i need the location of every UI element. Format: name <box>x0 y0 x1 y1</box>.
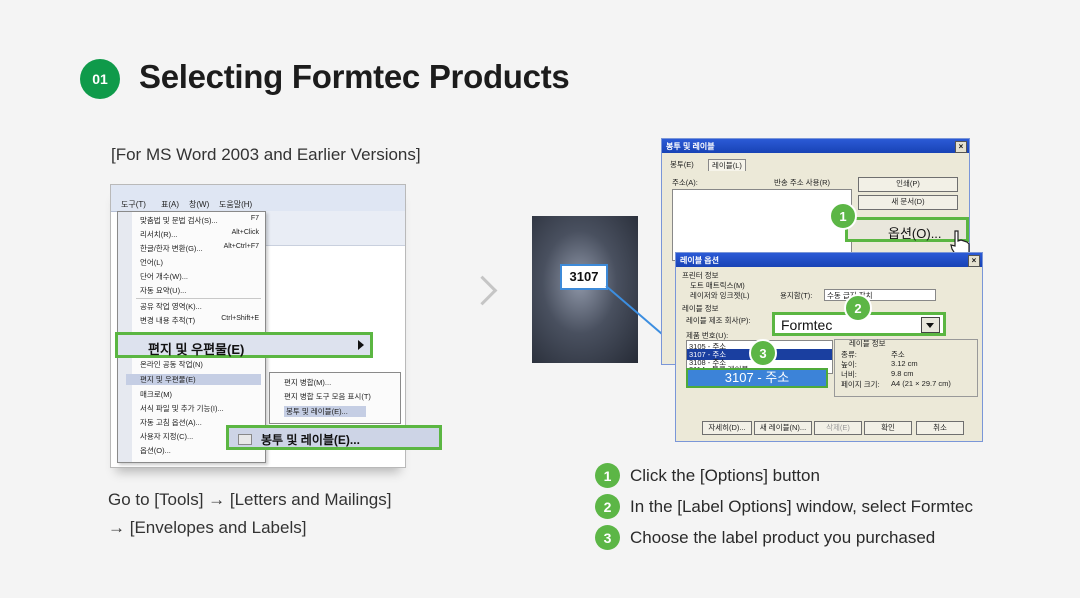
address-textbox[interactable] <box>672 189 852 261</box>
menu-table[interactable]: 표(A) <box>161 200 180 209</box>
menu-item-word-count[interactable]: 단어 개수(W)... <box>140 272 189 281</box>
highlight-options-button[interactable]: 옵션(O)... <box>845 217 969 242</box>
print-button[interactable]: 인쇄(P) <box>858 177 958 192</box>
info-key: 페이지 크기: <box>841 380 880 389</box>
details-button[interactable]: 자세히(D)... <box>702 421 752 435</box>
address-label: 주소(A): <box>672 178 698 187</box>
menu-help[interactable]: 도움말(H) <box>219 200 253 209</box>
new-document-button[interactable]: 새 문서(D) <box>858 195 958 210</box>
description-line-2: → [Envelopes and Labels] <box>108 518 307 537</box>
menu-item-autocorrect[interactable]: 자동 고침 옵션(A)... <box>140 418 202 427</box>
cancel-button[interactable]: 취소 <box>916 421 964 435</box>
menu-item-track-changes[interactable]: 변경 내용 추적(T) <box>140 316 196 325</box>
options-button-label: 옵션(O)... <box>888 226 942 241</box>
menu-item-language[interactable]: 언어(L) <box>140 258 163 267</box>
info-value: 9.8 cm <box>891 369 914 378</box>
menu-item-online-collaboration[interactable]: 온라인 공동 작업(N) <box>140 360 203 369</box>
new-label-button[interactable]: 새 레이블(N)... <box>754 421 812 435</box>
info-key: 종류: <box>841 350 857 359</box>
chevron-right-icon <box>467 275 498 306</box>
menu-item-macro[interactable]: 매크로(M) <box>140 390 172 399</box>
dialog-titlebar: 봉투 및 레이블 × <box>662 139 969 153</box>
step-text: In the [Label Options] window, select Fo… <box>630 497 974 516</box>
step-text: Choose the label product you purchased <box>630 528 936 547</box>
dialog-title: 봉투 및 레이블 <box>666 142 715 151</box>
menu-item-hanja[interactable]: 한글/한자 변환(G)... <box>140 244 203 253</box>
menu-item-shared-workspace[interactable]: 공유 작업 영역(K)... <box>140 302 202 311</box>
info-box-title: 레이블 정보 <box>849 339 886 348</box>
menu-item-research[interactable]: 리서치(R)... <box>140 230 178 239</box>
shortcut: Alt+Ctrl+F7 <box>223 243 259 250</box>
list-item[interactable]: 3108 - 주소 <box>689 358 727 367</box>
dot-matrix-radio[interactable]: 도트 매트릭스(M) <box>690 281 745 290</box>
label-sheet-photo: 3107 <box>532 216 638 363</box>
dropdown-arrow-icon[interactable] <box>921 317 940 333</box>
menu-item-letters-mailings[interactable]: 편지 및 우편물(E) <box>126 374 261 385</box>
menu-window[interactable]: 창(W) <box>189 200 210 209</box>
step-number: 1 <box>595 463 620 488</box>
tray-select[interactable]: 수동 급지 장치 <box>824 289 936 301</box>
menu-tools[interactable]: 도구(T) <box>121 200 146 209</box>
dialog-title: 레이블 옵션 <box>680 256 720 265</box>
letters-submenu: 편지 병합(M)... 편지 병합 도구 모음 표시(T) 봉투 및 레이블(E… <box>269 372 401 424</box>
shortcut: F7 <box>250 215 259 222</box>
step-number: 3 <box>595 525 620 550</box>
menu-item-spelling[interactable]: 맞춤법 및 문법 검사(S)... <box>140 216 218 225</box>
callout-marker-2: 2 <box>844 294 872 322</box>
info-key: 너비: <box>841 370 857 379</box>
menu-item-customize[interactable]: 사용자 지정(C)... <box>140 432 194 441</box>
product-number-label: 제품 번호(U): <box>686 331 729 340</box>
info-value: A4 (21 × 29.7 cm) <box>891 379 951 388</box>
submenu-mail-merge[interactable]: 편지 병합(M)... <box>284 378 332 387</box>
menu-item-autosummarize[interactable]: 자동 요약(U)... <box>140 286 187 295</box>
step-text: Click the [Options] button <box>630 466 820 485</box>
ok-button[interactable]: 확인 <box>864 421 912 435</box>
highlight-envelopes-labels[interactable]: 봉투 및 레이블(E)... <box>226 425 442 450</box>
label-vendor-value: Formtec <box>781 317 833 333</box>
label-code: 3107 <box>560 264 608 290</box>
highlight-selected-product[interactable]: 3107 - 주소 <box>686 368 828 388</box>
label-info-heading: 레이블 정보 <box>682 304 719 313</box>
info-value: 3.12 cm <box>891 359 918 368</box>
delete-button[interactable]: 삭제(E) <box>814 421 862 435</box>
list-item[interactable]: 3105 - 주소 <box>689 342 727 351</box>
tab-envelopes[interactable]: 봉투(E) <box>670 160 694 169</box>
step-number: 2 <box>595 494 620 519</box>
menu-item-options[interactable]: 옵션(O)... <box>140 446 171 455</box>
info-key: 높이: <box>841 360 857 369</box>
hand-cursor-icon <box>950 230 970 258</box>
laser-inkjet-radio[interactable]: 레이저와 잉크젯(L) <box>690 291 750 300</box>
submenu-arrow-icon <box>358 340 364 350</box>
return-address-checkbox[interactable]: 반송 주소 사용(R) <box>774 178 830 187</box>
info-value: 주소 <box>891 350 905 359</box>
shortcut: Alt+Click <box>231 229 259 236</box>
submenu-envelopes-labels[interactable]: 봉투 및 레이블(E)... <box>284 406 366 417</box>
highlight-letters-mailings[interactable]: 편지 및 우편물(E) <box>115 332 373 358</box>
highlight-letters-label: 편지 및 우편물(E) <box>148 342 245 357</box>
version-subtitle: [For MS Word 2003 and Earlier Versions] <box>111 145 421 164</box>
description-line-1: Go to [Tools] → [Letters and Mailings] <box>108 490 392 509</box>
menu-bar: 도구(T) 표(A) 창(W) 도움말(H) <box>111 185 405 212</box>
label-options-dialog: 레이블 옵션 × 프린터 정보 도트 매트릭스(M) 레이저와 잉크젯(L) 용… <box>675 252 983 442</box>
printer-info-heading: 프린터 정보 <box>682 271 719 280</box>
shortcut: Ctrl+Shift+E <box>221 315 259 322</box>
page-title: Selecting Formtec Products <box>139 58 570 95</box>
callout-marker-1: 1 <box>829 202 857 230</box>
menu-item-templates[interactable]: 서식 파일 및 추가 기능(I)... <box>140 404 224 413</box>
label-info-box: 레이블 정보 종류: 주소 높이: 3.12 cm 너비: 9.8 cm 페이지… <box>834 339 978 397</box>
highlight-envelopes-label: 봉투 및 레이블(E)... <box>261 433 360 447</box>
close-icon[interactable]: × <box>968 255 980 267</box>
toolbar <box>263 211 405 246</box>
dialog-titlebar: 레이블 옵션 × <box>676 253 982 267</box>
close-icon[interactable]: × <box>955 141 967 153</box>
callout-marker-3: 3 <box>749 339 777 367</box>
label-vendor-label: 레이블 제조 회사(P): <box>686 316 751 325</box>
tray-label: 용지함(T): <box>780 291 813 300</box>
envelope-icon <box>238 434 252 445</box>
step-number-badge: 01 <box>80 59 120 99</box>
submenu-merge-toolbar[interactable]: 편지 병합 도구 모음 표시(T) <box>284 392 371 401</box>
tab-labels[interactable]: 레이블(L) <box>708 159 746 171</box>
